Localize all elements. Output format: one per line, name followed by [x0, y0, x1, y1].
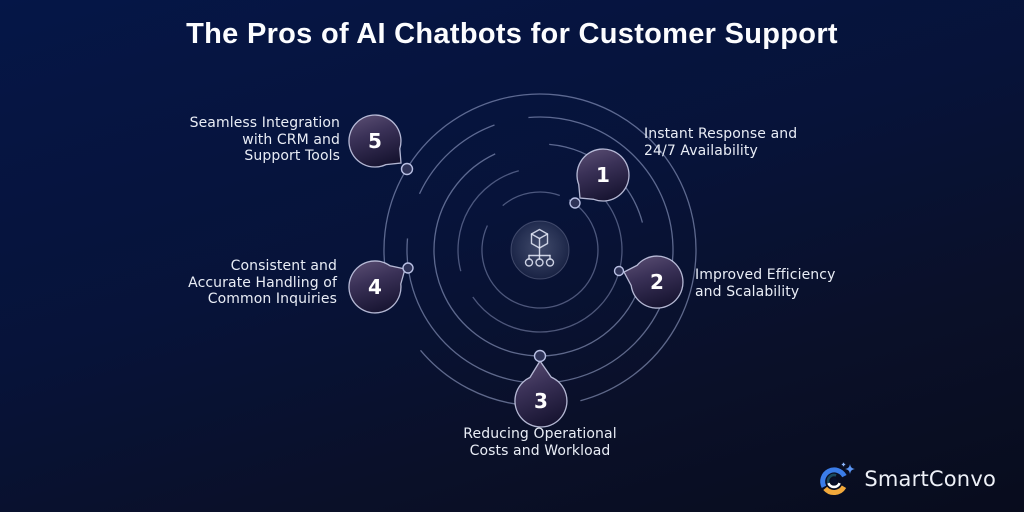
orbit-rings	[383, 93, 697, 407]
orbit-ring-5	[383, 93, 697, 402]
orbit-ring-1b	[502, 191, 561, 207]
step-bubble-4	[348, 260, 406, 314]
sparkle-plus-icon	[842, 462, 846, 467]
orbit-ring-4	[406, 116, 674, 384]
sparkle-icon	[845, 464, 856, 474]
orbit-node-dot-3	[533, 349, 547, 363]
orbit-ring-5b	[420, 349, 527, 407]
cube-network-icon	[524, 228, 555, 267]
orbit-node-dots	[400, 162, 625, 363]
step-bubble-3	[514, 359, 568, 428]
step-label-3: Reducing Operational Costs and Workload	[463, 426, 617, 459]
step-label-2: Improved Efficiency and Scalability	[695, 267, 836, 300]
step-bubble-2	[623, 255, 684, 309]
brand-name: SmartConvo	[864, 467, 996, 491]
orbit-node-dot-1	[569, 197, 581, 209]
step-bubble-1	[576, 148, 630, 202]
orbit-ring-1	[481, 199, 599, 309]
step-number-5: 5	[368, 129, 382, 153]
step-bubble-5	[348, 114, 402, 168]
brand-logo: SmartConvo	[819, 461, 996, 497]
step-label-5: Seamless Integration with CRM and Suppor…	[189, 115, 340, 164]
step-number-2: 2	[650, 270, 664, 294]
orbit-ring-3	[433, 153, 644, 357]
orbit-ring-4b	[418, 124, 495, 195]
step-label-4: Consistent and Accurate Handling of Comm…	[188, 258, 337, 307]
step-bubbles: 1 2 3 4 5	[348, 114, 684, 428]
orbit-node-dot-5	[400, 162, 414, 176]
step-number-4: 4	[368, 275, 382, 299]
orbit-node-dot-2	[613, 265, 625, 277]
page-title: The Pros of AI Chatbots for Customer Sup…	[186, 18, 838, 50]
step-label-1: Instant Response and 24/7 Availability	[644, 126, 798, 159]
orbit-node-dot-4	[402, 262, 414, 274]
step-number-1: 1	[596, 163, 610, 187]
center-hub	[510, 220, 570, 280]
orbit-ring-2b	[457, 170, 519, 272]
swirl-logo-icon	[820, 462, 856, 496]
step-number-3: 3	[534, 389, 548, 413]
orbit-ring-2	[472, 182, 623, 333]
